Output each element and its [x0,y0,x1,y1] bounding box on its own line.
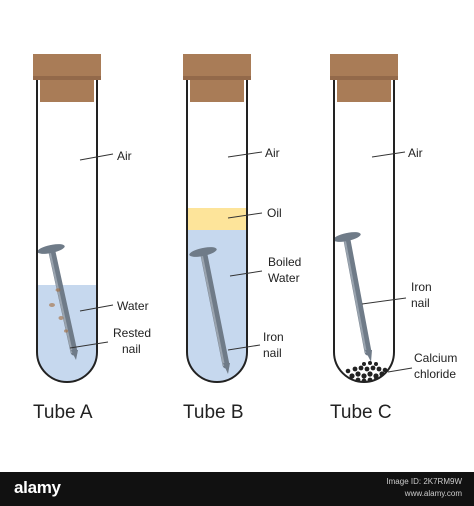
glass-outline [186,80,248,383]
label-oil: Oil [267,206,282,220]
label-water: Water [117,299,149,313]
tube-b: Air Oil Boiled Water Iron nail Tube B [183,54,301,423]
label-air: Air [117,149,132,163]
label-water-line2: Water [268,271,300,285]
tube-title: Tube B [183,402,244,423]
cork [330,54,398,80]
rusted-nail [37,244,78,360]
glass-outline [333,80,395,383]
cork [183,54,251,80]
label-nail-line2: nail [411,296,430,310]
image-id: Image ID: 2K7RM9W [386,477,462,486]
label-chem-line1: Calcium [414,351,457,365]
tube-title: Tube C [330,402,392,423]
tube-a: Air Water Rested nail Tube A [33,54,151,423]
iron-nail [189,247,230,374]
label-nail-line2: nail [263,346,282,360]
label-air: Air [265,146,280,160]
image-meta: Image ID: 2K7RM9W www.alamy.com [386,476,462,500]
watermark-footer: alamy Image ID: 2K7RM9W www.alamy.com [0,472,474,506]
oil-layer [187,208,247,230]
label-nail-line1: Rested [113,326,151,340]
iron-nail [333,232,372,362]
label-nail-line2: nail [122,342,141,356]
label-water-line1: Boiled [268,255,301,269]
tube-title: Tube A [33,402,93,423]
label-nail-line1: Iron [411,280,432,294]
site-url: www.alamy.com [404,489,462,498]
glass-outline [36,80,98,383]
label-chem-line2: chloride [414,367,456,381]
label-nail-line1: Iron [263,330,284,344]
label-air: Air [408,146,423,160]
brand-logo: alamy [14,478,61,497]
cork [33,54,101,80]
tube-c: Air Iron nail Calcium chloride Tube C [330,54,457,423]
